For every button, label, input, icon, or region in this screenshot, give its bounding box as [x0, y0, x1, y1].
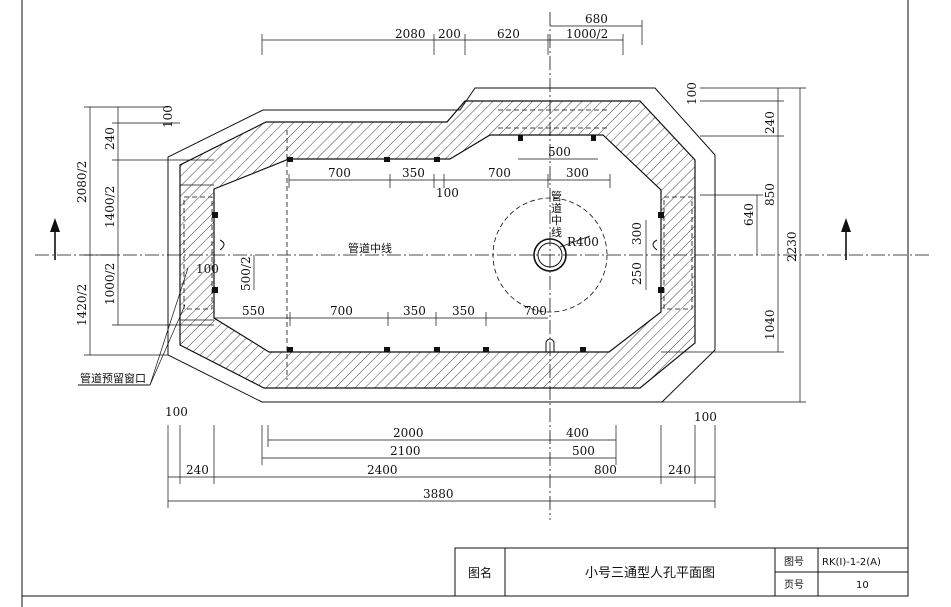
- dim-bottom-3880: 3880: [423, 487, 454, 501]
- dim-right-240: 240: [763, 111, 777, 134]
- right-dimension-lines: [661, 87, 806, 403]
- dim-inner-top-500: 500: [548, 145, 571, 159]
- radius-leader: [559, 235, 591, 248]
- dim-bottom-400: 400: [566, 426, 589, 440]
- title-block-page-no: 10: [856, 580, 869, 591]
- dim-top-620: 620: [497, 27, 520, 41]
- dim-inner-300: 300: [630, 222, 644, 245]
- dim-bottom-2400: 2400: [367, 463, 398, 477]
- dim-left-2080-2: 2080/2: [75, 161, 89, 203]
- dim-top-2080: 2080: [395, 27, 426, 41]
- title-block-drawing-no: RK(I)-1-2(A): [822, 557, 881, 568]
- pipe-circle-outer: [533, 238, 567, 272]
- callout-leader-a: [149, 267, 189, 386]
- pipe-radius-label: R400: [567, 235, 599, 249]
- dim-left-100: 100: [161, 105, 175, 128]
- window-right-dashed: [663, 196, 693, 310]
- dim-inner-bottom-550: 550: [242, 304, 265, 318]
- dim-inner-top-350: 350: [402, 166, 425, 180]
- title-block-title: 小号三通型人孔平面图: [585, 566, 715, 581]
- inner-dimension-lines: [214, 158, 647, 326]
- dim-bottom-2000: 2000: [393, 426, 424, 440]
- section-arrow-right: [841, 218, 851, 260]
- dim-inner-bottom-700a: 700: [330, 304, 353, 318]
- ladder-mark-left: [219, 239, 225, 251]
- manhole-wall: [179, 100, 696, 389]
- callout-label: 管道预留窗口: [80, 371, 146, 385]
- foundation-outline: [167, 87, 716, 403]
- dim-right-1040: 1040: [763, 309, 777, 340]
- vertical-centerline-char-3: 中: [551, 214, 562, 227]
- dim-bottom-100-right: 100: [694, 410, 717, 424]
- dim-right-2230: 2230: [785, 231, 799, 262]
- dim-right-850: 850: [763, 183, 777, 206]
- dim-left-1420-2: 1420/2: [75, 284, 89, 326]
- title-block-drawing-no-label: 图号: [784, 556, 804, 568]
- dim-inner-top-700a: 700: [328, 166, 351, 180]
- dim-inner-bottom-350b: 350: [452, 304, 475, 318]
- dim-inner-100: 100: [196, 262, 219, 276]
- title-block-page-label: 页号: [784, 579, 804, 591]
- dim-inner-bottom-350a: 350: [403, 304, 426, 318]
- dim-right-640: 640: [742, 203, 756, 226]
- ladder-mark-right: [652, 239, 658, 251]
- dim-bottom-800: 800: [594, 463, 617, 477]
- pipe-dashed-circle: [492, 197, 608, 313]
- dim-bottom-500: 500: [572, 444, 595, 458]
- vertical-centerline-char-1: 管: [551, 189, 562, 203]
- step-brackets: [212, 135, 664, 352]
- dim-inner-top-700b: 700: [488, 166, 511, 180]
- pipe-centerline-label: 管道中线: [348, 241, 392, 255]
- dim-inner-250: 250: [630, 262, 644, 285]
- pipe-circle-inner: [537, 242, 563, 268]
- dim-inner-top-100: 100: [436, 186, 459, 200]
- window-left-dashed: [183, 196, 213, 310]
- dim-top-680: 680: [585, 12, 608, 26]
- dim-inner-500-2: 500/2: [239, 256, 253, 291]
- callout-leader-b: [149, 304, 186, 386]
- left-dimension-lines: [84, 106, 214, 356]
- title-block-name-label: 图名: [468, 565, 492, 580]
- dim-bottom-240-left: 240: [186, 463, 209, 477]
- dim-bottom-2100: 2100: [390, 444, 421, 458]
- dim-bottom-100-left: 100: [165, 405, 188, 419]
- title-block: [454, 547, 909, 597]
- dim-left-1000-2: 1000/2: [103, 263, 117, 305]
- dim-top-200: 200: [438, 27, 461, 41]
- dim-left-240: 240: [103, 127, 117, 150]
- dim-inner-top-300: 300: [566, 166, 589, 180]
- dim-bottom-240-right: 240: [668, 463, 691, 477]
- dim-left-1400-2: 1400/2: [103, 186, 117, 228]
- dim-right-100: 100: [685, 82, 699, 105]
- section-arrow-left: [50, 218, 60, 260]
- vertical-centerline-char-4: 线: [551, 225, 562, 239]
- dim-top-1000-2: 1000/2: [566, 27, 608, 41]
- top-dimension-lines: [261, 20, 643, 55]
- dim-inner-bottom-700b: 700: [524, 304, 547, 318]
- bottom-dimension-lines: [167, 425, 716, 508]
- vertical-centerline-char-2: 道: [551, 201, 562, 215]
